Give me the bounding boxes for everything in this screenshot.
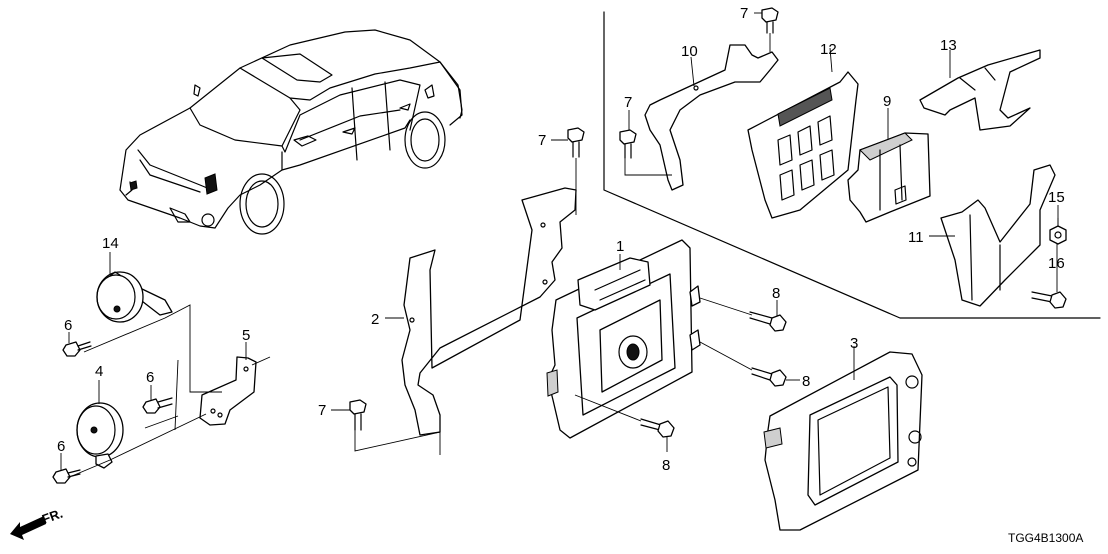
callout-1[interactable]: 1 <box>616 238 624 255</box>
part-3-ecm-cover <box>763 351 923 531</box>
part-5-bracket <box>199 356 257 426</box>
callout-16[interactable]: 16 <box>1048 255 1065 272</box>
part-1-ecm <box>546 239 701 439</box>
diagram-code: TGG4B1300A <box>1008 531 1083 545</box>
part-14-horn <box>96 271 173 323</box>
part-9-control-unit <box>847 132 931 223</box>
bolt-7c <box>567 127 585 158</box>
bolt-8b <box>751 367 787 387</box>
callout-4[interactable]: 4 <box>95 363 103 380</box>
part-11-cover <box>940 164 1056 307</box>
bolts <box>52 7 1067 484</box>
front-arrow-icon <box>10 516 46 540</box>
callout-13[interactable]: 13 <box>940 37 957 54</box>
assembly-lines <box>71 33 1059 477</box>
callout-10[interactable]: 10 <box>681 43 698 60</box>
callout-5[interactable]: 5 <box>242 327 250 344</box>
callout-14[interactable]: 14 <box>102 235 119 252</box>
callout-8-middle[interactable]: 8 <box>802 373 810 390</box>
part-13-cover <box>919 49 1041 131</box>
front-direction-indicator: FR. <box>10 506 65 540</box>
part-10-stay <box>644 44 779 191</box>
part-12-cover <box>747 71 859 219</box>
callout-6-lower[interactable]: 6 <box>57 438 65 455</box>
bolt-8c <box>640 418 675 438</box>
callout-15[interactable]: 15 <box>1048 189 1065 206</box>
bolt-6c <box>52 468 81 484</box>
callout-7-lower[interactable]: 7 <box>318 402 326 419</box>
callout-7-bracket[interactable]: 7 <box>538 132 546 149</box>
bolt-6b <box>142 397 173 414</box>
bolt-7d <box>349 399 367 431</box>
bolt-16 <box>1031 291 1067 309</box>
car-illustration <box>119 29 463 235</box>
callout-12[interactable]: 12 <box>820 41 837 58</box>
part-4-horn <box>76 402 124 469</box>
part-2-bracket <box>401 187 577 436</box>
callout-7-top[interactable]: 7 <box>740 5 748 22</box>
bolt-6a <box>62 341 92 357</box>
callouts: 14 4 5 6 6 6 2 1 3 7 7 7 7 8 8 8 9 10 11… <box>57 5 1065 474</box>
bolt-8a <box>749 311 787 332</box>
callout-8-lower[interactable]: 8 <box>662 457 670 474</box>
group-boundary <box>603 11 1101 319</box>
callout-9[interactable]: 9 <box>883 93 891 110</box>
front-label: FR. <box>40 506 65 527</box>
callout-7-stay[interactable]: 7 <box>624 94 632 111</box>
callout-8-upper[interactable]: 8 <box>772 285 780 302</box>
callout-6-middle[interactable]: 6 <box>146 369 154 386</box>
callout-leaders <box>60 12 1059 470</box>
callout-11[interactable]: 11 <box>908 229 924 246</box>
bolt-7a <box>761 7 779 34</box>
callout-2[interactable]: 2 <box>371 311 379 328</box>
callout-6-upper[interactable]: 6 <box>64 317 72 334</box>
nut-15 <box>1049 225 1067 245</box>
bolt-7b <box>619 129 637 159</box>
callout-3[interactable]: 3 <box>850 335 858 352</box>
